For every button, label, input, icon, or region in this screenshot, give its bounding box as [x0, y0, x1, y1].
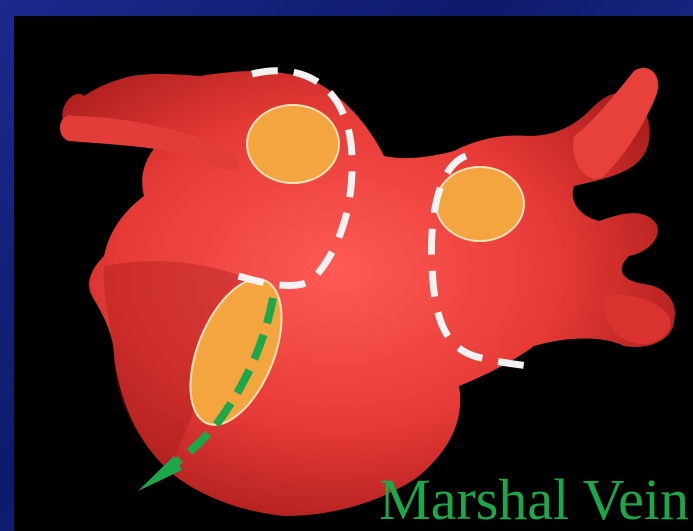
ablation-zone-upper-left — [247, 105, 339, 183]
ablation-zone-right — [436, 167, 524, 241]
heart-illustration — [14, 16, 693, 531]
heart-3d-render — [14, 16, 693, 531]
marshal-vein-label: Marshal Vein — [379, 471, 689, 529]
